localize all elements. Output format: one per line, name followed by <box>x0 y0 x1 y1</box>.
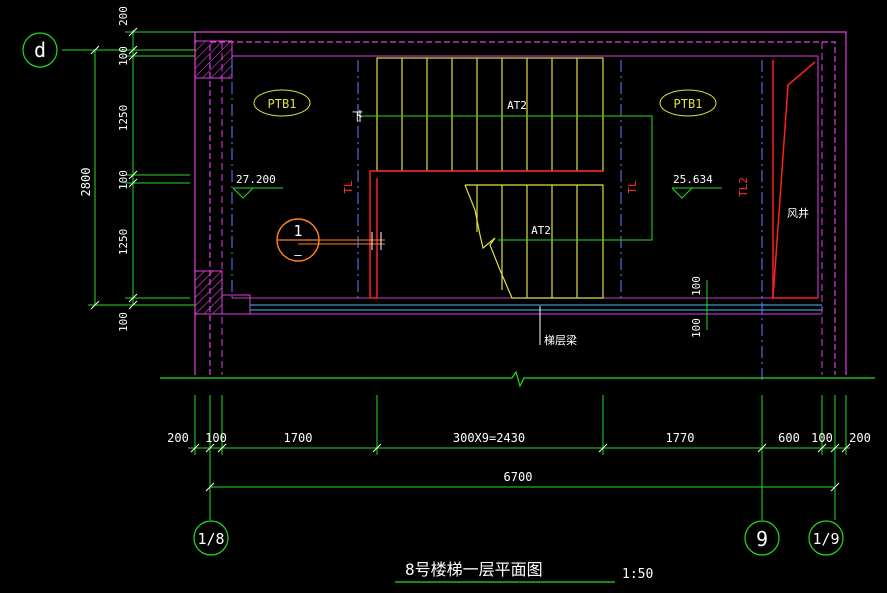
hdim-1: 100 <box>205 431 227 445</box>
plate-tag-right-ellipse <box>659 89 717 117</box>
cyan-beam-lines <box>250 304 822 311</box>
beam-tag-tl-mid: TL <box>626 180 639 194</box>
section-number: 1 <box>293 222 302 240</box>
axis-dashes <box>231 60 763 380</box>
flight-tag-upper: AT2 <box>507 99 527 112</box>
vdim-6: 100 <box>117 312 130 332</box>
wall-outline <box>194 31 847 375</box>
grid-bubble-1-8 <box>193 520 229 556</box>
grid-label-1-9: 1/9 <box>812 530 839 548</box>
column-bottom-left-ext <box>221 294 251 315</box>
shaft-label: 风井 <box>787 206 809 220</box>
plate-tag-right: PTB1 <box>674 97 703 111</box>
hdim-3: 300X9=2430 <box>453 431 525 445</box>
beam-tag-tl2: TL2 <box>737 177 750 197</box>
beam-tag-tl-left: TL <box>342 180 355 194</box>
drawing-title: 8号楼梯一层平面图 <box>405 560 543 579</box>
hdim-4: 1770 <box>666 431 695 445</box>
break-line <box>160 370 875 388</box>
column-bottom-left <box>194 270 223 315</box>
grid-bubble-9 <box>744 520 780 556</box>
stair-flight-upper <box>376 57 604 172</box>
plate-tag-left: PTB1 <box>268 97 297 111</box>
beam-note: 梯层梁 <box>544 333 577 347</box>
level-left: 27.200 <box>236 173 276 186</box>
grid-label-d: d <box>34 38 46 62</box>
hdim-7: 200 <box>849 431 871 445</box>
hdim-2: 1700 <box>284 431 313 445</box>
horizontal-dim-ticks <box>190 443 851 492</box>
stair-flight-lower <box>464 184 604 299</box>
walk-line-tick <box>359 110 382 250</box>
vertical-dim-lines <box>62 30 195 306</box>
flight-tag-lower: AT2 <box>531 224 551 237</box>
vdim-5: 1250 <box>117 229 130 256</box>
shaft-red <box>772 60 818 299</box>
down-marker: 下 <box>352 110 363 123</box>
vdim-4: 100 <box>117 170 130 190</box>
grid-label-1-8: 1/8 <box>197 530 224 548</box>
hdim-total: 6700 <box>504 470 533 484</box>
grid-bubble-d <box>22 32 58 68</box>
level-mark-right <box>671 187 722 199</box>
stair-well-red <box>369 170 603 299</box>
hdim-6: 100 <box>811 431 833 445</box>
hdim-5: 600 <box>778 431 800 445</box>
inner-dim-a: 100 <box>690 276 703 296</box>
hdim-0: 200 <box>167 431 189 445</box>
section-marker <box>276 218 320 262</box>
walk-line <box>298 115 653 245</box>
plate-tag-left-ellipse <box>253 89 311 117</box>
level-right: 25.634 <box>673 173 713 186</box>
column-top-left <box>194 40 233 79</box>
inner-dim-b: 100 <box>690 318 703 338</box>
vdim-2: 100 <box>117 46 130 66</box>
vertical-dim-ticks <box>90 27 138 310</box>
grid-label-9: 9 <box>756 527 768 551</box>
vdim-1: 200 <box>117 6 130 26</box>
section-sheet: — <box>294 248 302 262</box>
horizontal-dim-lines <box>188 395 850 520</box>
grid-bubble-1-9 <box>808 520 844 556</box>
vdim-total: 2800 <box>79 168 93 197</box>
inner-dashed-boundary <box>221 42 823 375</box>
drawing-scale: 1:50 <box>622 567 653 582</box>
level-mark-left <box>232 187 283 199</box>
vdim-3: 1250 <box>117 105 130 132</box>
